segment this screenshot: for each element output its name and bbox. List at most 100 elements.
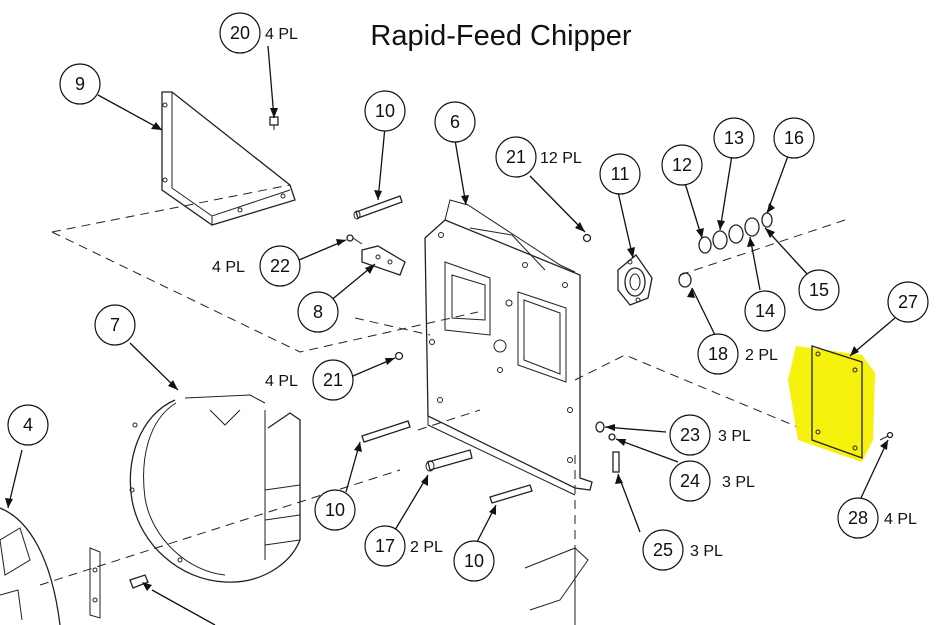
part-8-plate: [361, 245, 406, 276]
callout-bubble: [297, 291, 339, 333]
callout-number: 10: [325, 500, 345, 520]
callout-8: 8: [297, 291, 339, 333]
callout-bubble: [669, 460, 711, 502]
part-20-bolt: [269, 116, 279, 130]
diagram-title: Rapid-Feed Chipper: [370, 20, 632, 52]
callout-28: 28 4 PL: [837, 497, 917, 539]
callout-16: 16: [773, 117, 815, 159]
part-28-screw: [879, 431, 894, 441]
callout-quantity: 4 PL: [884, 511, 917, 528]
part-11-bearing: [617, 254, 653, 306]
callout-bubble: [219, 12, 261, 54]
callout-15: 15: [798, 269, 840, 311]
part-9-bracket: [161, 91, 296, 226]
part-21-nut-lower: [394, 351, 404, 361]
callout-number: 6: [450, 112, 460, 132]
callout-bubble: [887, 281, 929, 323]
callout-10: 10: [364, 90, 406, 132]
callout-number: 28: [848, 508, 868, 528]
callout-number: 4: [23, 415, 33, 435]
callout-bubble: [599, 153, 641, 195]
washer-stack: [698, 212, 773, 254]
part-6-main-plate: [424, 199, 593, 496]
part-18-nut: [678, 272, 692, 288]
callout-number: 7: [110, 315, 120, 335]
callout-number: 25: [653, 540, 673, 560]
callout-number: 10: [464, 551, 484, 571]
part-4-wheel: [0, 507, 149, 625]
callout-bubble: [7, 404, 49, 446]
callout-10: 10: [453, 540, 495, 582]
callout-13: 13: [713, 117, 755, 159]
callout-bubble: [314, 489, 356, 531]
callout-9: 9: [59, 63, 101, 105]
callout-bubble: [773, 117, 815, 159]
callout-bubble: [434, 101, 476, 143]
callout-bubble: [453, 540, 495, 582]
callout-bubble: [259, 245, 301, 287]
callout-number: 9: [75, 74, 85, 94]
callout-quantity: 4 PL: [265, 373, 298, 390]
callout-number: 27: [898, 292, 918, 312]
part-10-pin-right: [489, 484, 533, 504]
callout-21: 214 PL: [265, 359, 354, 401]
callout-number: 21: [506, 147, 526, 167]
alignment-lines: [39, 184, 846, 625]
lower-frame: [524, 547, 589, 625]
part-7-housing: [129, 394, 301, 583]
callout-number: 20: [230, 23, 250, 43]
callout-bubble: [798, 269, 840, 311]
callout-number: 15: [809, 280, 829, 300]
callout-bubble: [59, 63, 101, 105]
callout-bubble: [669, 414, 711, 456]
part-21-nut-upper: [582, 233, 592, 243]
part-17-bolt: [425, 449, 473, 472]
callout-quantity: 2 PL: [745, 347, 778, 364]
callout-27: 27: [887, 281, 929, 323]
callout-number: 16: [784, 128, 804, 148]
callout-number: 24: [680, 471, 700, 491]
part-10-pin-left: [361, 420, 411, 443]
callout-18: 18 2 PL: [697, 333, 778, 375]
callout-22: 224 PL: [212, 245, 301, 287]
callout-quantity: 3 PL: [690, 543, 723, 560]
part-27-cover-plate: [788, 345, 875, 462]
callout-bubble: [94, 304, 136, 346]
callout-7: 7: [94, 304, 136, 346]
callout-bubble: [495, 136, 537, 178]
callout-quantity: 3 PL: [718, 428, 751, 445]
callout-12: 12: [661, 144, 703, 186]
callout-25: 25 3 PL: [642, 529, 723, 571]
part-25-bolt: [612, 451, 620, 473]
callout-4: 4: [7, 404, 49, 446]
callout-bubble: [697, 333, 739, 375]
callout-quantity: 12 PL: [540, 150, 582, 167]
part-24-nut: [608, 433, 616, 441]
callout-6: 6: [434, 101, 476, 143]
callout-bubble: [713, 117, 755, 159]
callout-quantity: 2 PL: [410, 539, 443, 556]
callout-21: 21 12 PL: [495, 136, 582, 178]
callout-number: 14: [755, 301, 775, 321]
callout-11: 11: [599, 153, 641, 195]
callout-quantity: 4 PL: [265, 26, 298, 43]
callout-bubble: [837, 497, 879, 539]
callout-number: 22: [270, 256, 290, 276]
leader-arrowheads: [5, 108, 888, 591]
callout-number: 12: [672, 155, 692, 175]
callout-20: 20 4 PL: [219, 12, 298, 54]
callout-number: 11: [611, 164, 630, 184]
part-10-pin-upper: [353, 195, 403, 220]
callout-number: 18: [708, 344, 728, 364]
callout-14: 14: [744, 290, 786, 332]
callout-bubble: [312, 359, 354, 401]
part-22-screw: [346, 234, 363, 245]
callout-bubble: [364, 90, 406, 132]
callout-bubble: [364, 525, 406, 567]
